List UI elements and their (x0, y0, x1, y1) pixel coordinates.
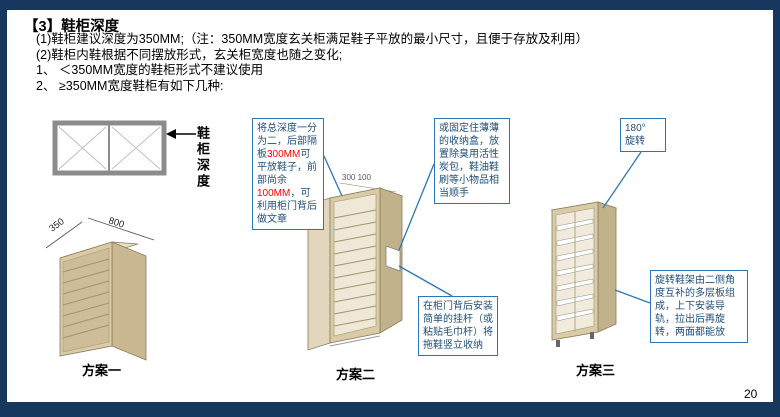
callout-180-line1: 180° (625, 123, 646, 134)
callout-180-line2: 旋转 (625, 136, 645, 147)
body-line-3: 1、 ＜350MM宽度的鞋柜形式不建议使用 (36, 63, 264, 78)
callout-split-seg3: 可平放鞋子，前部尚余 (257, 149, 317, 186)
page-title: 【3】鞋柜深度 (24, 19, 120, 35)
plan1-cabinet-illustration: 350 800 (45, 215, 155, 361)
page-number: 20 (744, 387, 758, 401)
callout-split-seg5: ，可利用柜门背后做文章 (257, 188, 317, 225)
frame-left-edge (0, 0, 7, 417)
plan1-label: 方案一 (82, 363, 122, 378)
callout-storage-box: 或固定住薄薄的收纳盒，放置除臭用活性炭包，鞋油鞋刷等小物品相当顺手 (434, 118, 510, 204)
callout-rotating-rack: 旋转鞋架由二侧角度互补的多层板组成，上下安装导轨，拉出后再旋转，两面都能放 (650, 270, 748, 343)
callout-split-depth: 将总深度一分为二，后部隔板300MM可平放鞋子，前部尚余 100MM，可利用柜门背… (252, 118, 324, 230)
depth-arrow-icon (166, 129, 196, 139)
depth-label: 鞋柜深度 (195, 126, 210, 190)
dim-300-100-label: 300 100 (342, 173, 371, 182)
frame-right-edge (773, 0, 780, 417)
callout-split-300mm: 300MM (267, 149, 301, 160)
callout-split-100mm: 100MM (257, 188, 291, 199)
callout-hanging-rod: 在柜门背后安装简单的挂杆（或粘贴毛巾杆）将拖鞋竖立收纳 (418, 296, 498, 356)
plan3-label: 方案三 (576, 363, 616, 378)
callout-split-seg1: 将总深度一分为二，后部隔板 (257, 123, 317, 160)
dim-350-label: 350 (47, 216, 66, 234)
body-line-2: (2)鞋柜内鞋根据不同摆放形式，玄关柜宽度也随之变化; (36, 47, 343, 62)
body-text: (1)鞋柜建议深度为350MM;（注：350MM宽度玄关柜满足鞋子平放的最小尺寸… (36, 32, 756, 94)
plan2-label: 方案二 (336, 367, 376, 382)
dim-800-label: 800 (107, 215, 125, 230)
frame-top-bar (0, 0, 780, 10)
frame-bottom-bar (0, 402, 780, 417)
body-line-1: (1)鞋柜建议深度为350MM;（注：350MM宽度玄关柜满足鞋子平放的最小尺寸… (36, 32, 589, 46)
plan1-top-view-diagram (52, 120, 167, 176)
plan3-cabinet-illustration (550, 201, 618, 347)
body-line-4: 2、 ≥350MM宽度鞋柜有如下几种: (36, 78, 224, 93)
callout-180-rotate: 180° 旋转 (620, 118, 666, 152)
